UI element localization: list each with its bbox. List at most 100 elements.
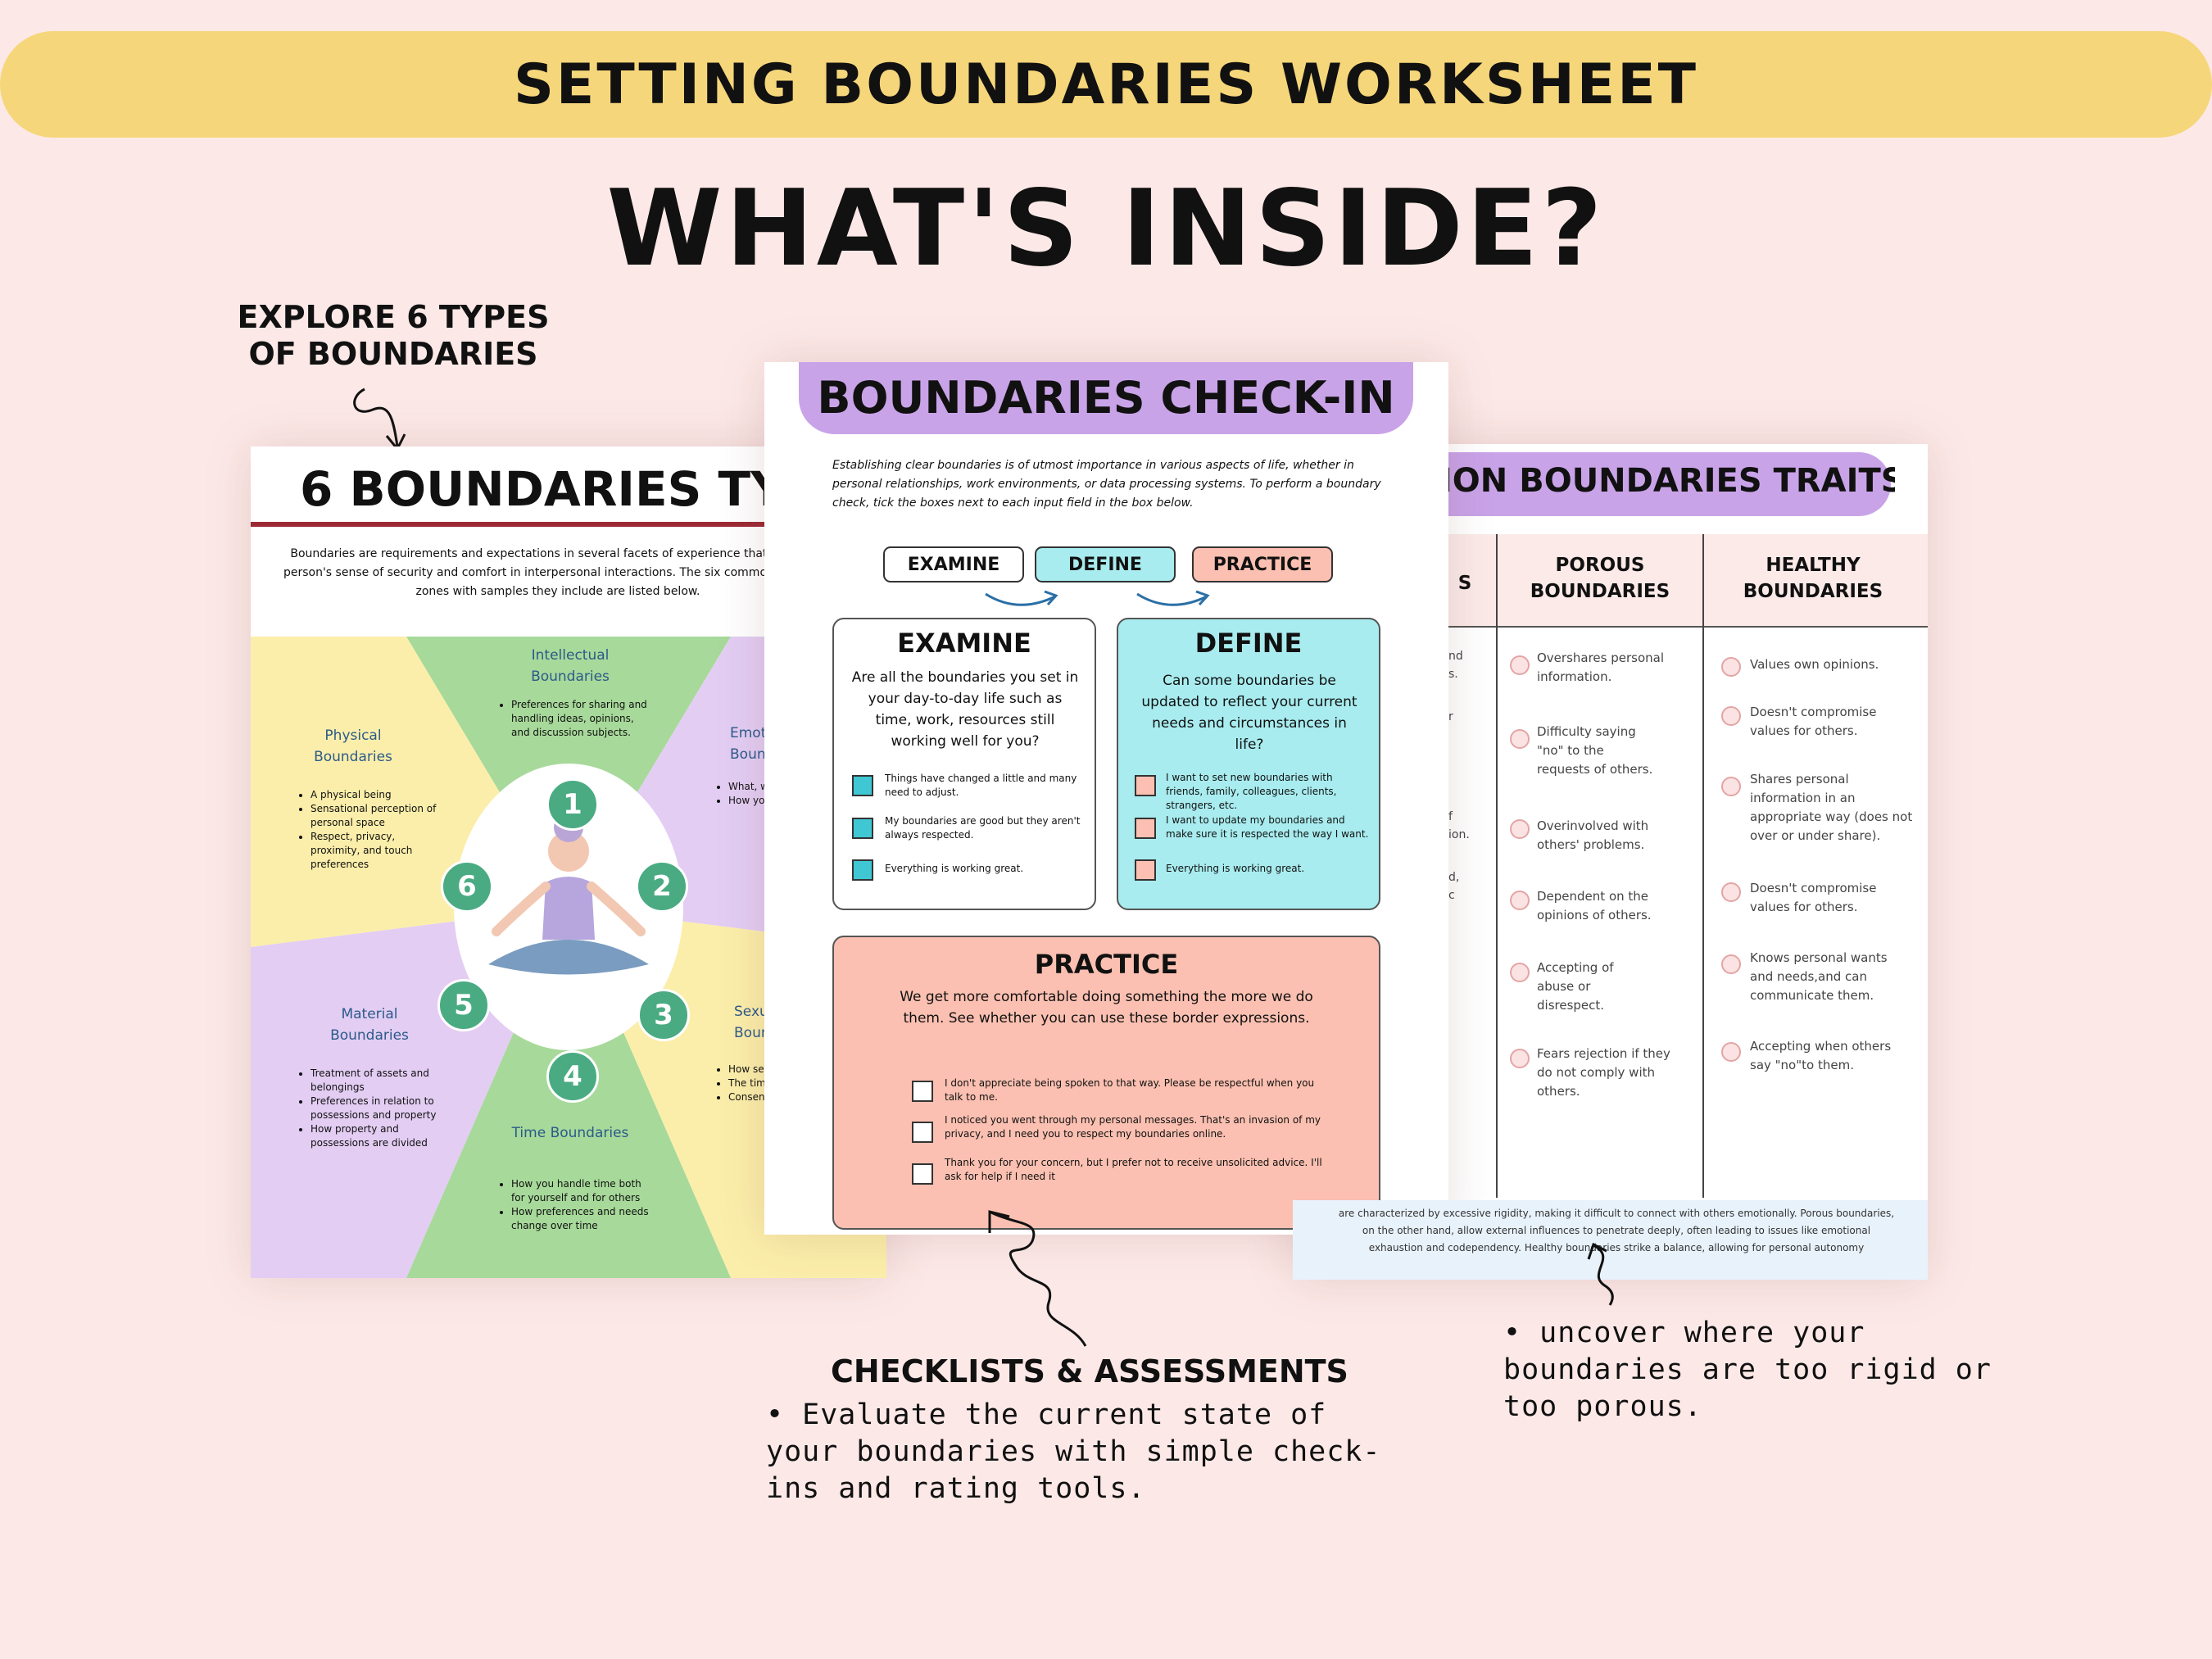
section-material-title: Material Boundaries: [330, 1006, 409, 1044]
list-item: Preferences in relation to possessions a…: [310, 1095, 447, 1122]
examine-option-3: Everything is working great.: [885, 863, 1024, 874]
examine-checkbox-2[interactable]: [852, 818, 873, 839]
curly-arrow-icon: [353, 388, 406, 451]
bullet-icon: [1721, 657, 1741, 677]
column-header-rigid: S: [1457, 573, 1472, 594]
column-divider: [1702, 534, 1704, 1198]
bullet-icon: [1510, 1049, 1530, 1068]
practice-option-3: Thank you for your concern, but I prefer…: [945, 1157, 1322, 1182]
practice-question: We get more comfortable doing something …: [900, 989, 1313, 1027]
examine-option-2: My boundaries are good but they aren't a…: [885, 815, 1081, 841]
rigid-fragment: s.: [1448, 668, 1458, 681]
title-banner: SETTING BOUNDARIES WORKSHEET: [0, 31, 2212, 138]
number-badge-1: 1: [546, 778, 599, 831]
rigid-fragment: d,: [1448, 871, 1460, 884]
bullet-icon: [1721, 1042, 1741, 1062]
checklists-text: • Evaluate the current state of your bou…: [766, 1398, 1381, 1505]
porous-item: Accepting of abuse or disrespect.: [1537, 960, 1614, 1013]
section-sexual-list: How se The tim Consent: [714, 1063, 796, 1104]
bullet-icon: [1721, 954, 1741, 974]
define-title: DEFINE: [1194, 628, 1303, 659]
section-intellectual-list: Preferences for sharing and handling ide…: [496, 698, 648, 740]
checkin-title-pill: [799, 362, 1413, 434]
practice-option-1: I don't appreciate being spoken to that …: [945, 1077, 1315, 1103]
section-emotional-list: What, wh How you: [714, 780, 796, 808]
list-item: Sensational perception of personal space: [310, 802, 439, 830]
define-checkbox-1[interactable]: [1135, 775, 1156, 796]
section-intellectual-title: Intellectual Boundaries: [531, 647, 610, 685]
checkin-intro: Establishing clear boundaries is of utmo…: [832, 459, 1381, 510]
checklists-title: CHECKLISTS & ASSESSMENTS: [831, 1353, 1349, 1389]
practice-checkbox-2[interactable]: [912, 1122, 933, 1143]
section-time-list: How you handle time both for yourself an…: [496, 1177, 652, 1233]
healthy-item: Shares personal information in an approp…: [1750, 772, 1913, 843]
step-examine: EXAMINE: [883, 546, 1024, 582]
number-badge-4: 4: [546, 1050, 599, 1103]
practice-checkbox-3[interactable]: [912, 1163, 933, 1185]
define-option-3: Everything is working great.: [1166, 863, 1305, 874]
list-item: The tim: [728, 1077, 796, 1090]
number-badge-3: 3: [637, 989, 690, 1041]
number-badge-6: 6: [441, 860, 493, 913]
checkin-title: BOUNDARIES CHECK-IN: [817, 372, 1395, 424]
bullet-icon: [1510, 655, 1530, 675]
healthy-item: Doesn't compromise values for others.: [1750, 881, 1877, 914]
practice-box: PRACTICE We get more comfortable doing s…: [832, 936, 1380, 1230]
healthy-item: Doesn't compromise values for others.: [1750, 705, 1877, 738]
examine-title: EXAMINE: [897, 628, 1031, 659]
bullet-icon: [1721, 777, 1741, 796]
rigid-fragment: nd: [1448, 650, 1463, 663]
porous-item: Fears rejection if they do not comply wi…: [1537, 1046, 1670, 1099]
number-badge-5: 5: [437, 979, 490, 1031]
traits-footer: are characterized by excessive rigidity,…: [1293, 1200, 1928, 1280]
bullet-icon: [1721, 706, 1741, 726]
traits-footer-text: are characterized by excessive rigidity,…: [1338, 1208, 1895, 1253]
page-headline: WHAT'S INSIDE?: [606, 168, 1606, 290]
bullet-icon: [1510, 729, 1530, 749]
column-divider: [1496, 534, 1498, 1198]
traits-title: MON BOUNDARIES TRAITS: [1420, 462, 1895, 500]
bullet-icon: [1510, 891, 1530, 910]
list-item: What, wh: [728, 780, 796, 794]
squiggle-arrow-icon: [988, 1210, 1087, 1347]
list-item: How you handle time both for yourself an…: [511, 1177, 652, 1205]
page-boundaries-checkin: BOUNDARIES CHECK-IN Establishing clear b…: [764, 362, 1448, 1235]
define-question: Can some boundaries be updated to reflec…: [1141, 673, 1358, 753]
examine-checkbox-1[interactable]: [852, 775, 873, 796]
list-item: Respect, privacy, proximity, and touch p…: [310, 830, 439, 872]
section-time-title: Time Boundaries: [511, 1125, 629, 1141]
uncover-text: • uncover where your boundaries are too …: [1503, 1317, 1992, 1423]
banner-title: SETTING BOUNDARIES WORKSHEET: [513, 52, 1699, 117]
number-badge-2: 2: [636, 860, 688, 913]
bullet-icon: [1510, 963, 1530, 982]
list-item: A physical being: [310, 788, 439, 802]
healthy-item: Accepting when others say "no"to them.: [1750, 1039, 1892, 1072]
healthy-item: Knows personal wants and needs,and can c…: [1750, 950, 1888, 1003]
column-header-porous: POROUS BOUNDARIES: [1530, 555, 1670, 602]
define-checkbox-2[interactable]: [1135, 818, 1156, 839]
practice-checkbox-1[interactable]: [912, 1081, 933, 1102]
squiggle-arrow-icon: [1587, 1242, 1614, 1306]
examine-question: Are all the boundaries you set in your d…: [851, 669, 1079, 750]
list-item: How you: [728, 794, 796, 808]
section-physical-title: Physical Boundaries: [314, 728, 392, 765]
list-item: How property and possessions are divided: [310, 1122, 447, 1150]
define-box: DEFINE Can some boundaries be updated to…: [1117, 618, 1380, 910]
list-item: Treatment of assets and belongings: [310, 1067, 447, 1095]
porous-item: Overinvolved with others' problems.: [1537, 818, 1649, 852]
rigid-fragment: ion.: [1448, 828, 1470, 841]
rigid-fragment: r: [1448, 710, 1453, 723]
examine-box: EXAMINE Are all the boundaries you set i…: [832, 618, 1096, 910]
define-option-1: I want to set new boundaries with friend…: [1166, 772, 1337, 811]
define-checkbox-3[interactable]: [1135, 859, 1156, 881]
porous-item: Overshares personal information.: [1537, 650, 1665, 684]
healthy-item: Values own opinions.: [1750, 657, 1879, 672]
explore-note: EXPLORE 6 TYPES OF BOUNDARIES: [237, 299, 550, 372]
step-practice: PRACTICE: [1192, 546, 1333, 582]
porous-item: Dependent on the opinions of others.: [1537, 889, 1652, 922]
practice-title: PRACTICE: [1034, 949, 1179, 980]
examine-checkbox-3[interactable]: [852, 859, 873, 881]
rigid-fragment: f: [1448, 810, 1453, 823]
list-item: How se: [728, 1063, 796, 1077]
section-material-list: Treatment of assets and belongings Prefe…: [296, 1067, 447, 1150]
